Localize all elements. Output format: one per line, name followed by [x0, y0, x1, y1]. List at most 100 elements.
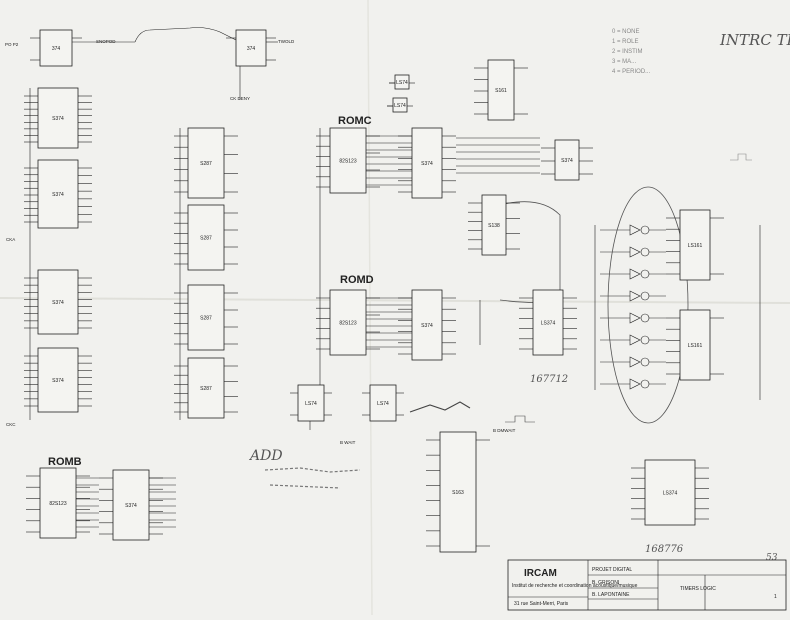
chip-body [297, 384, 325, 422]
chip-u_buf1: S374 [24, 87, 92, 149]
chip-type: 82S123 [339, 159, 356, 165]
scribble [264, 467, 361, 489]
title-block-field1: PROJET DIGITAL [592, 567, 632, 573]
hand-drawn-outline [607, 186, 689, 424]
chip-u_right1: LS374 [519, 289, 577, 356]
chip-type: S374 [125, 503, 137, 509]
chip-body [37, 87, 79, 149]
chip-u_timer2: LS161 [666, 309, 724, 381]
mode-note-1: 1 = ROLE [612, 39, 639, 45]
chip-type: LS74 [377, 401, 389, 407]
chip-u_ff1: LS74 [389, 74, 415, 90]
chip-body [37, 347, 79, 413]
chip-u_romb2: S374 [99, 469, 163, 541]
add-note: ADD [248, 448, 283, 464]
wire-layer [29, 27, 761, 528]
chip-u_mux2: S287 [174, 204, 238, 271]
waveform-sketch [730, 153, 752, 161]
romc-label: ROMC [338, 115, 372, 127]
chip-u_ctl: S161 [474, 59, 528, 121]
chip-body [532, 289, 564, 356]
sig-ckc: CKC [6, 422, 16, 427]
chip-body [481, 194, 507, 256]
chip-u_buf3: S374 [24, 269, 92, 335]
chip-body [187, 284, 225, 351]
chip-u_mux3: S287 [174, 284, 238, 351]
chip-u_timer1: LS161 [666, 209, 724, 281]
chip-type: S374 [52, 192, 64, 198]
paper-fold [367, 0, 373, 616]
sig-b-dmwait: B DMWAIT [493, 428, 516, 433]
romd-label: ROMD [340, 274, 374, 286]
chip-type: S287 [200, 236, 212, 242]
chip-body [235, 29, 267, 67]
sig-cka: CKA [6, 237, 15, 242]
sig-top-left-out: SNOPOD [96, 39, 116, 44]
chip-body [554, 139, 580, 181]
chip-type: S374 [52, 300, 64, 306]
gate-bubble [640, 335, 650, 345]
gate-bubble [640, 269, 650, 279]
chip-u_buf4: S374 [24, 347, 92, 413]
title-note-line1: INTRC TIMER [719, 31, 790, 49]
chip-u_top2: 374 [226, 29, 276, 67]
gate-bubble [640, 313, 650, 323]
chip-u_romd2: S374 [398, 289, 456, 361]
chip-type: S374 [421, 161, 433, 167]
chip-body [112, 469, 150, 541]
chip-body [37, 159, 79, 229]
chip-type: LS161 [688, 343, 703, 349]
chip-u_ff1: LS74 [290, 384, 332, 422]
title-block-drawing-title: TIMERS LOGIC [680, 586, 716, 592]
gate [629, 246, 641, 258]
gate [629, 268, 641, 280]
paper-crease [0, 297, 790, 304]
chip-u_right1: LS374 [631, 459, 709, 526]
gate-bubble [640, 247, 650, 257]
title-block: IRCAM Institut de recherche et coordinat… [507, 559, 787, 611]
chip-type: S138 [488, 223, 500, 229]
chip-body [37, 269, 79, 335]
chip-type: S374 [561, 158, 573, 164]
chip-type: S374 [421, 323, 433, 329]
hand-drawn-outline [499, 201, 561, 303]
chip-u_romb: 82S123 [26, 467, 90, 539]
romb-label: ROMB [48, 456, 82, 468]
chip-u_timer3: S374 [541, 139, 593, 181]
sig-top-mid-out: TWOLD [278, 39, 295, 44]
chip-type: LS74 [394, 103, 406, 109]
chip-u_romd: 82S123 [316, 289, 380, 356]
mode-note-4: 4 = PERIOD... [612, 69, 651, 75]
chip-type: LS74 [396, 80, 408, 86]
chip-u_ff2: LS74 [362, 384, 404, 422]
chip-type: S287 [200, 386, 212, 392]
sig-top-left-in: PO P2 [5, 42, 19, 47]
chip-body [39, 467, 77, 539]
gate-bubble [640, 379, 650, 389]
chip-u_buf2: S374 [24, 159, 92, 229]
gate-bubble [640, 357, 650, 367]
chip-body [487, 59, 515, 121]
chip-type: 82S123 [49, 501, 66, 507]
chip-body [411, 127, 443, 199]
sig-b-wait: B WAIT [340, 440, 356, 445]
chip-body [39, 29, 73, 67]
scribble [409, 401, 471, 413]
chip-body [187, 127, 225, 199]
part-number-2: 168776 [645, 544, 684, 555]
chip-u_romc: 82S123 [316, 127, 380, 194]
chip-type: LS374 [663, 491, 678, 497]
chip-u_ff2: LS74 [387, 97, 413, 113]
title-block-drawing-number: 1 [774, 594, 777, 600]
chip-body [329, 289, 367, 356]
mode-note-3: 3 = MA... [612, 59, 637, 65]
title-block-address: 31 rue Saint-Merri, Paris [514, 601, 569, 607]
gate [629, 312, 641, 324]
sig-ck-deny: CK DENY [230, 96, 250, 101]
title-block-field3: B. LAPONTAINE [592, 592, 630, 598]
chip-type: S163 [452, 490, 464, 496]
chip-body [392, 97, 408, 113]
chip-type: LS74 [305, 401, 317, 407]
chip-type: S374 [52, 116, 64, 122]
